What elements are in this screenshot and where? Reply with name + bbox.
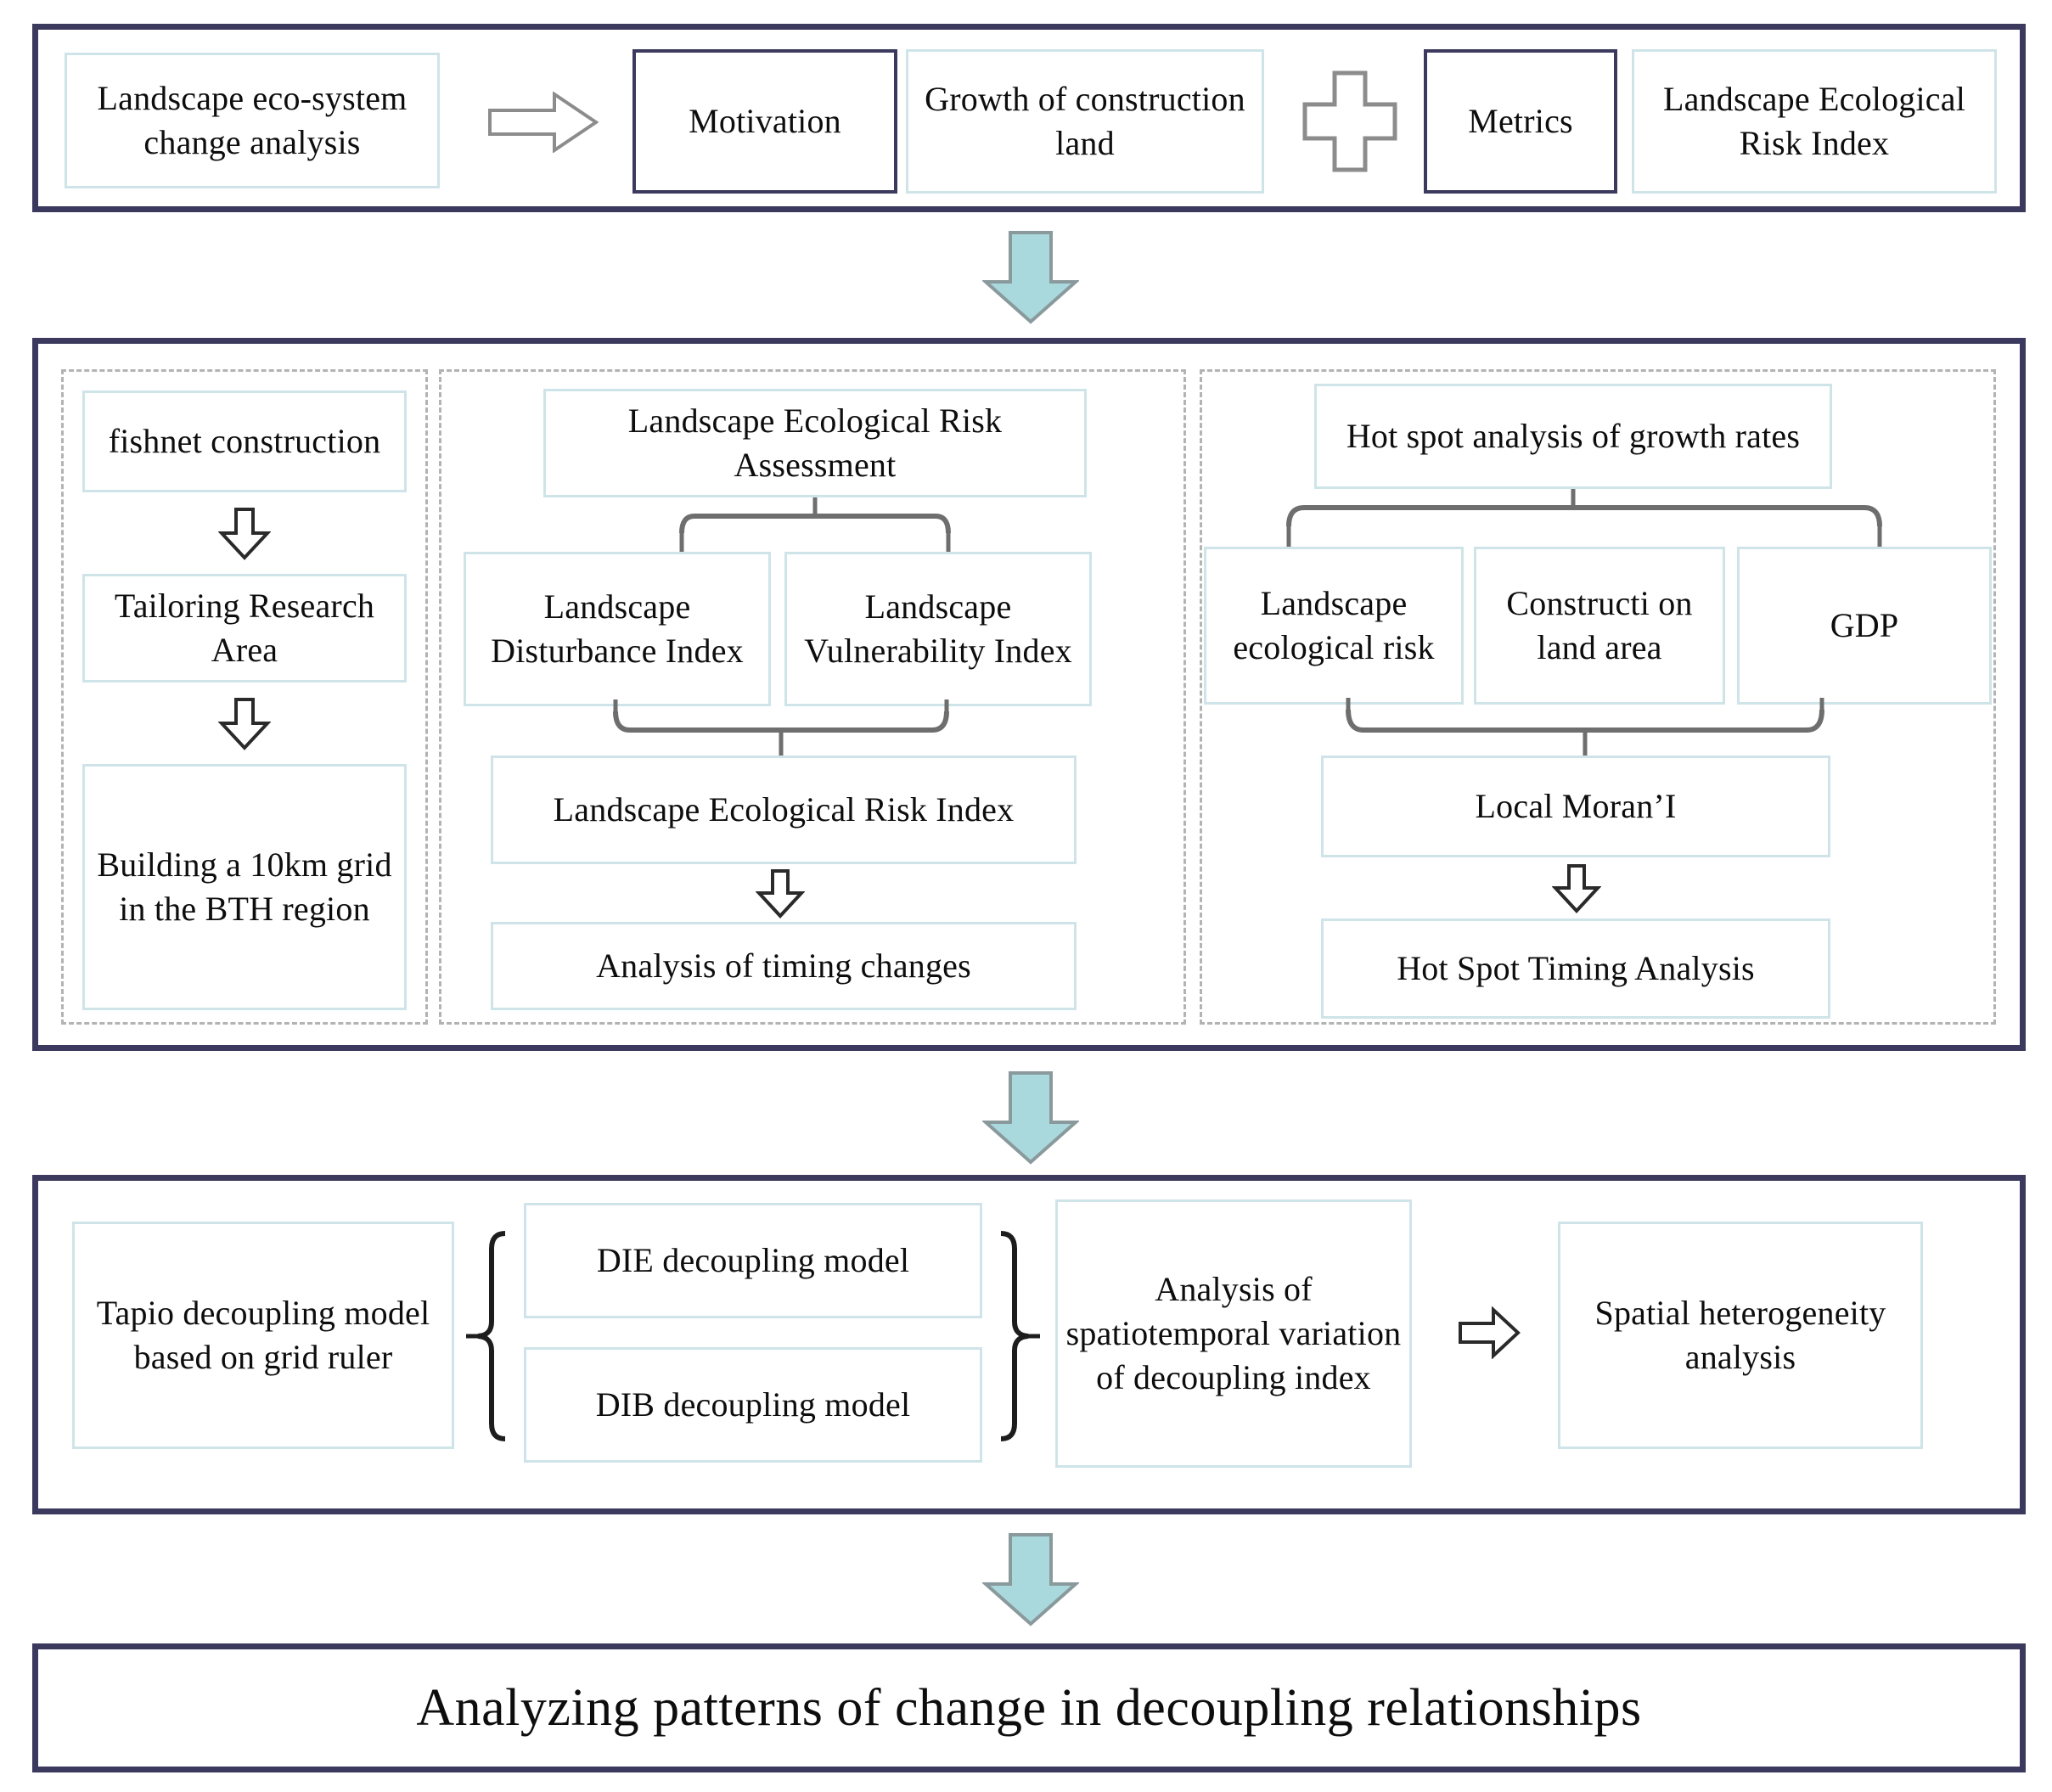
right-arrow-icon [488, 92, 599, 153]
down-arrow-icon-3 [982, 1533, 1079, 1626]
down-arrow-icon-fishnet-2 [218, 698, 271, 750]
box-die-decoupling-model[interactable]: DIE decoupling model [524, 1203, 982, 1318]
down-arrow-icon-fishnet-1 [218, 508, 271, 560]
down-arrow-icon-2 [982, 1071, 1079, 1165]
box-tapio-decoupling-model[interactable]: Tapio decoupling model based on grid rul… [72, 1222, 454, 1449]
box-growth-of-construction-land[interactable]: Growth of construction land [906, 49, 1264, 194]
box-hot-spot-timing-analysis[interactable]: Hot Spot Timing Analysis [1321, 918, 1830, 1019]
brace-index-merge [569, 699, 993, 761]
brace-assessment-split [543, 497, 1087, 557]
box-landscape-disturbance-index[interactable]: Landscape Disturbance Index [464, 552, 771, 706]
box-dib-decoupling-model[interactable]: DIB decoupling model [524, 1347, 982, 1463]
brace-hotspot-merge [1296, 698, 1873, 761]
right-arrow-icon-spatial [1458, 1306, 1521, 1359]
section-2-frame: fishnet construction Tailoring Research … [32, 338, 2026, 1051]
box-metrics[interactable]: Metrics [1424, 49, 1617, 194]
panel-fishnet: fishnet construction Tailoring Research … [61, 369, 428, 1025]
brace-hotspot-split [1270, 489, 1898, 550]
box-landscape-ecological-risk-assessment[interactable]: Landscape Ecological Risk Assessment [543, 389, 1087, 497]
plus-icon [1302, 70, 1397, 172]
box-construction-land-area[interactable]: Constructi on land area [1474, 547, 1725, 705]
box-motivation[interactable]: Motivation [632, 49, 897, 194]
box-hot-spot-analysis-of-growth-rates[interactable]: Hot spot analysis of growth rates [1314, 384, 1832, 489]
section-1-frame: Landscape eco-system change analysis Mot… [32, 24, 2026, 212]
box-landscape-ecological-risk-index[interactable]: Landscape Ecological Risk Index [491, 756, 1077, 864]
section-3-frame: Tapio decoupling model based on grid rul… [32, 1175, 2026, 1514]
box-landscape-ecological-risk-input[interactable]: Landscape ecological risk [1204, 547, 1464, 705]
box-landscape-vulnerability-index[interactable]: Landscape Vulnerability Index [784, 552, 1092, 706]
brace-decoupling-right [987, 1230, 1045, 1442]
box-spatial-heterogeneity-analysis[interactable]: Spatial heterogeneity analysis [1558, 1222, 1923, 1449]
down-arrow-icon-1 [982, 231, 1079, 324]
box-landscape-ecological-risk-index-top[interactable]: Landscape Ecological Risk Index [1632, 49, 1997, 194]
box-local-morans-i[interactable]: Local Moran’I [1321, 756, 1830, 857]
conclusion-title: Analyzing patterns of change in decoupli… [416, 1678, 1642, 1737]
box-gdp[interactable]: GDP [1737, 547, 1992, 705]
down-arrow-icon-risk [756, 869, 805, 918]
box-building-10km-grid[interactable]: Building a 10km grid in the BTH region [82, 764, 407, 1010]
box-analysis-of-timing-changes[interactable]: Analysis of timing changes [491, 922, 1077, 1010]
box-landscape-ecosystem-change-analysis[interactable]: Landscape eco-system change analysis [65, 53, 440, 188]
down-arrow-icon-moran [1552, 864, 1601, 913]
box-tailoring-research-area[interactable]: Tailoring Research Area [82, 574, 407, 683]
panel-hotspot: Hot spot analysis of growth rates Landsc… [1200, 369, 1996, 1025]
box-fishnet-construction[interactable]: fishnet construction [82, 390, 407, 492]
panel-risk-assessment: Landscape Ecological Risk Assessment Lan… [439, 369, 1186, 1025]
section-4-frame: Analyzing patterns of change in decoupli… [32, 1643, 2026, 1772]
box-analysis-spatiotemporal-variation[interactable]: Analysis of spatiotemporal variation of … [1055, 1199, 1412, 1468]
brace-decoupling-left [461, 1230, 519, 1442]
